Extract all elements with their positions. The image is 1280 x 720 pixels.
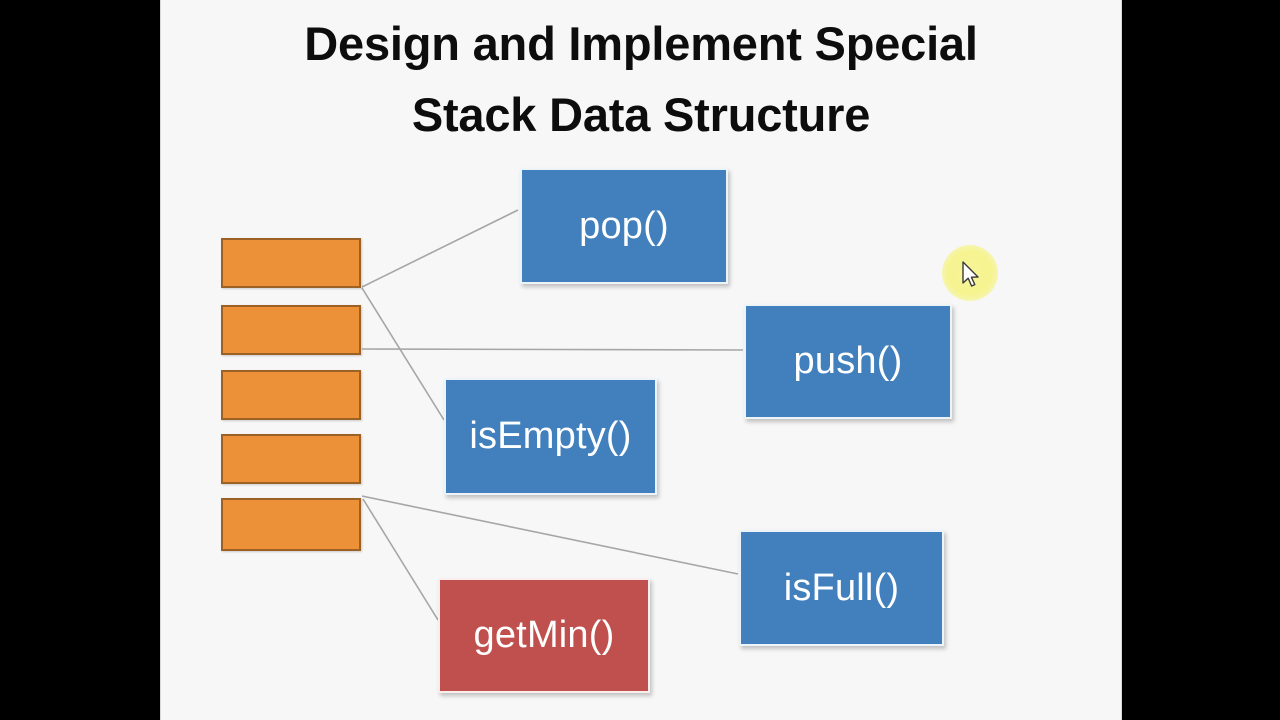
stack-cell-1 bbox=[221, 238, 361, 288]
connector-stack-cell-2-to-push bbox=[361, 348, 744, 351]
stack-cell-4 bbox=[221, 434, 361, 484]
connector-stack-cell-5-to-getMin bbox=[362, 498, 439, 621]
method-box-isEmpty[interactable]: isEmpty() bbox=[444, 378, 657, 495]
method-label-isFull: isFull() bbox=[783, 566, 900, 609]
presentation-slide: Design and Implement Special Stack Data … bbox=[160, 0, 1122, 720]
page-title: Design and Implement Special Stack Data … bbox=[304, 17, 978, 142]
method-label-push: push() bbox=[793, 340, 903, 382]
stack-cell-3 bbox=[221, 370, 361, 420]
connector-stack-cell-1-to-isEmpty bbox=[361, 287, 445, 421]
method-box-getMin[interactable]: getMin() bbox=[438, 578, 650, 693]
connector-stack-cell-1-to-pop bbox=[361, 209, 519, 288]
method-label-pop: pop() bbox=[579, 204, 669, 247]
method-label-isEmpty: isEmpty() bbox=[469, 415, 632, 457]
method-box-isFull[interactable]: isFull() bbox=[739, 530, 944, 646]
connector-lines bbox=[361, 209, 744, 621]
method-box-pop[interactable]: pop() bbox=[520, 168, 728, 284]
mouse-pointer-icon bbox=[962, 261, 979, 287]
method-box-push[interactable]: push() bbox=[744, 304, 952, 419]
stack-cell-5 bbox=[221, 498, 361, 551]
connector-stack-cell-5-to-isFull bbox=[361, 495, 739, 575]
method-label-getMin: getMin() bbox=[473, 614, 615, 656]
stack-cell-2 bbox=[221, 305, 361, 355]
letterbox-left bbox=[0, 0, 160, 720]
letterbox-right bbox=[1120, 0, 1280, 720]
